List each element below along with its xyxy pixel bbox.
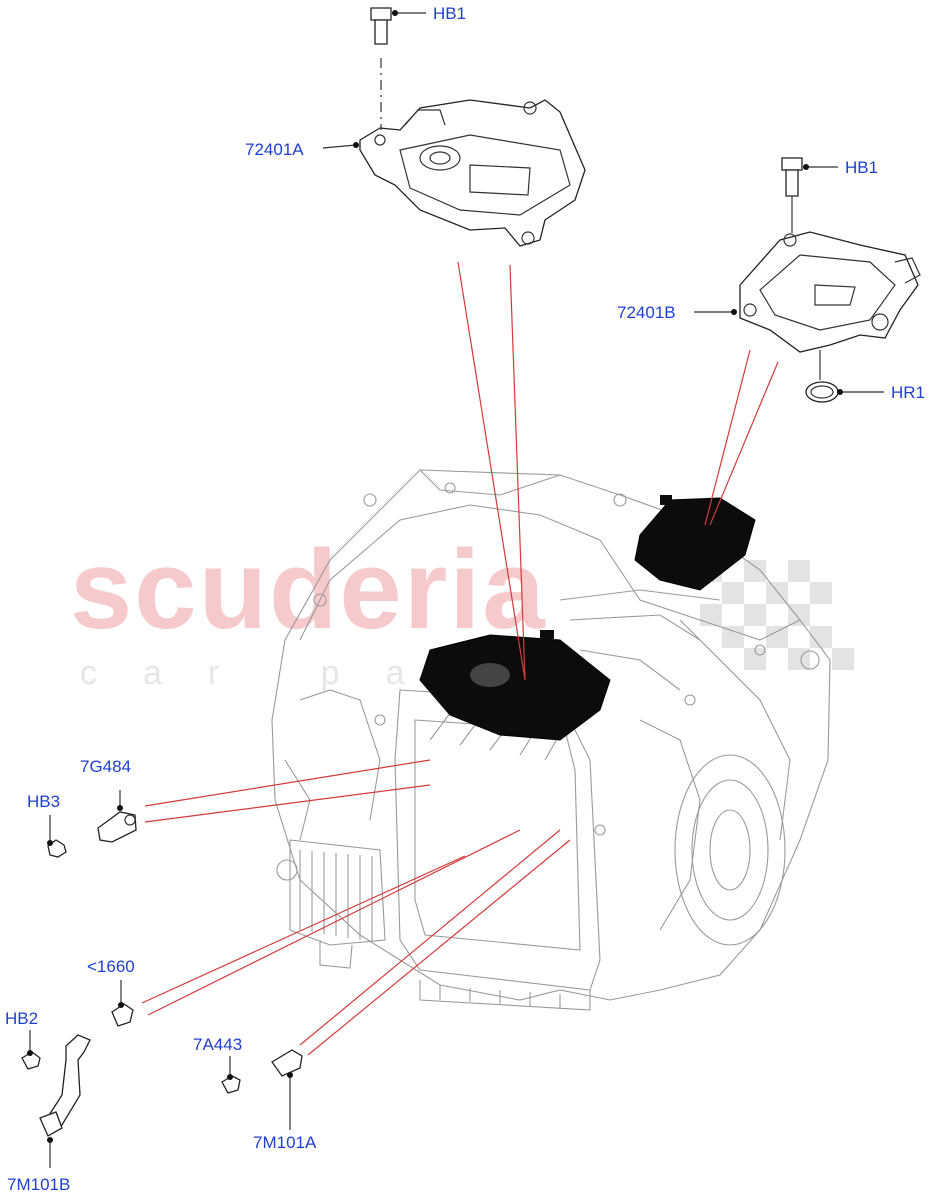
bolt-hb1-right: [781, 157, 803, 197]
sensor-7m101a: [271, 1049, 303, 1130]
plug-1660: [111, 980, 134, 1027]
ring-hr1: [805, 381, 839, 403]
bolt-hb2: [21, 1030, 41, 1070]
installed-module-a: [419, 630, 611, 741]
label-7g484: 7G484: [80, 757, 131, 776]
bolt-hb1-top: [370, 7, 392, 130]
label-72401a: 72401A: [245, 140, 304, 159]
sensor-7g484: [97, 790, 137, 843]
watermark-main: scuderia: [70, 527, 547, 652]
module-72401b: [739, 195, 921, 380]
installed-module-b: [634, 495, 756, 591]
label-1660: <1660: [87, 957, 135, 976]
label-hb3: HB3: [27, 792, 60, 811]
label-hr1: HR1: [891, 383, 925, 402]
bolt-hb3: [47, 815, 67, 858]
label-hb1-top: HB1: [433, 4, 466, 23]
callout-leaders: [27, 10, 884, 1143]
label-7m101a: 7M101A: [253, 1133, 317, 1152]
label-7a443: 7A443: [193, 1035, 242, 1054]
label-72401b: 72401B: [617, 303, 676, 322]
pipe-7m101b: [39, 1034, 91, 1168]
leader-lines: [141, 261, 779, 1056]
callout-labels: HB1 72401A HB1 72401B HR1 7G484 HB3 <166…: [5, 4, 925, 1194]
label-hb1-right: HB1: [845, 158, 878, 177]
label-hb2: HB2: [5, 1009, 38, 1028]
module-72401a: [359, 99, 586, 247]
checkered-flag-icon: [700, 560, 854, 670]
label-7m101b: 7M101B: [7, 1175, 70, 1194]
